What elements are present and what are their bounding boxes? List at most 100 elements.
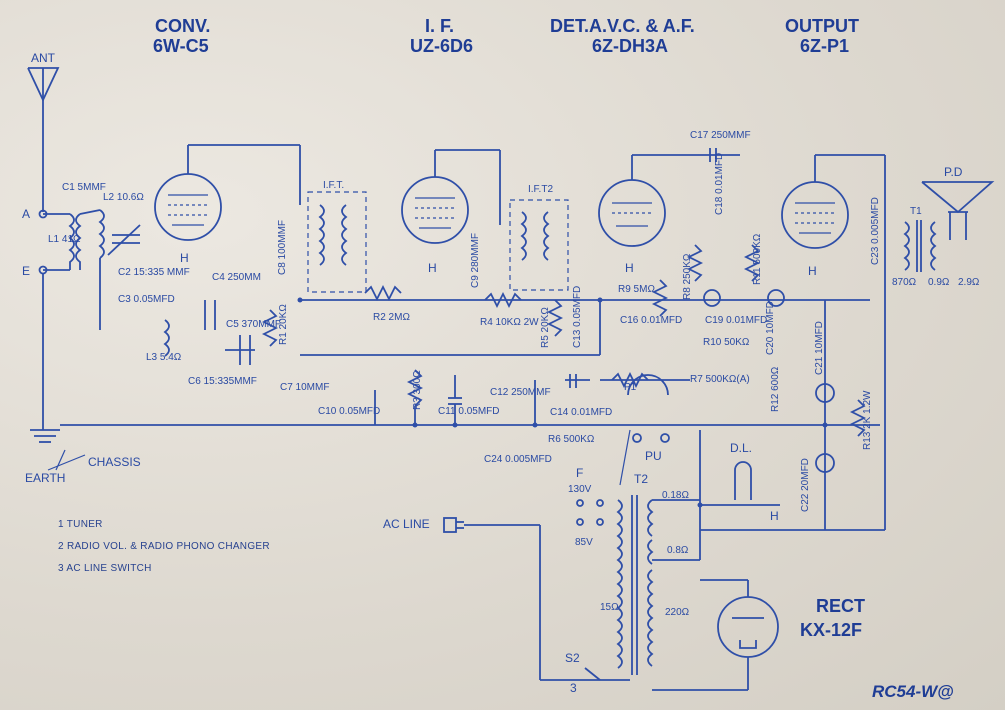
- r29-label: 2.9Ω: [958, 277, 980, 288]
- r092-label: 0.9Ω: [928, 277, 950, 288]
- coil-l1: [68, 213, 82, 270]
- terminal-e-label: E: [22, 264, 30, 278]
- earth-label: EARTH: [25, 471, 65, 485]
- c18-label: C18 0.01MFD: [714, 153, 725, 215]
- tube-det: H: [598, 179, 666, 275]
- c17-label: C17 250MMF: [690, 130, 751, 141]
- legend-item-ac-switch: 3 AC LINE SWITCH: [58, 563, 152, 574]
- ift2-label: I.F.T2: [528, 184, 553, 195]
- r7-label: R7 500KΩ(A): [690, 374, 750, 385]
- legend-item-radio-vol: 2 RADIO VOL. & RADIO PHONO CHANGER: [58, 541, 270, 552]
- tube-output: H: [781, 181, 849, 278]
- antenna-label: ANT: [31, 51, 56, 65]
- conv-heater-h: H: [180, 251, 189, 265]
- r9-label: R9 5MΩ: [618, 284, 655, 295]
- chassis-label: CHASSIS: [88, 455, 141, 469]
- stage-output-name: OUTPUT: [785, 16, 859, 36]
- det-heater-h: H: [625, 261, 634, 275]
- t2-label: T2: [634, 472, 648, 486]
- t2-018-label: 0.18Ω: [662, 490, 689, 501]
- speaker-symbol: [921, 181, 995, 240]
- t2-08-label: 0.8Ω: [667, 545, 689, 556]
- dial-lamp-label: D.L.: [730, 441, 752, 455]
- r1-label: R1 20KΩ: [278, 304, 289, 345]
- diagram-code: RC54-W@: [872, 682, 954, 701]
- tube-conv: H: [154, 173, 222, 265]
- c6-label: C6 15:335MMF: [188, 376, 257, 387]
- earth-ground-symbol: [30, 429, 60, 443]
- r870-label: 870Ω: [892, 277, 917, 288]
- fuse-label: F: [576, 466, 583, 480]
- c10-label: C10 0.05MFD: [318, 406, 380, 417]
- c22-label: C22 20MFD: [800, 458, 811, 512]
- r12-label: R12 600Ω: [770, 366, 781, 412]
- c21-label: C21 10MFD: [814, 321, 825, 375]
- output-transformer-t1: [903, 220, 937, 272]
- c24-label: C24 0.005MFD: [484, 454, 552, 465]
- c8-label: C8 100MMF: [277, 220, 288, 275]
- ac-line-label: AC LINE: [383, 517, 430, 531]
- pu-label: PU: [645, 449, 662, 463]
- c23-label: C23 0.005MFD: [870, 197, 881, 265]
- c14-label: C14 0.01MFD: [550, 407, 612, 418]
- output-heater-h: H: [808, 264, 817, 278]
- t2-220-label: 220Ω: [665, 607, 690, 618]
- power-transformer-t2: [616, 495, 654, 675]
- r6-label: R6 500KΩ: [548, 434, 595, 445]
- terminal-a-label: A: [22, 207, 30, 221]
- c2-label: C2 15:335 MMF: [118, 267, 190, 278]
- stage-det-tube: 6Z-DH3A: [592, 36, 668, 56]
- c9-label: C9 280MMF: [470, 233, 481, 288]
- ift2-transformer: [509, 199, 569, 291]
- stage-det-name: DET.A.V.C. & A.F.: [550, 16, 695, 36]
- c7-label: C7 10MMF: [280, 382, 329, 393]
- c5-label: C5 370MMF: [226, 319, 281, 330]
- c3-label: C3 0.05MFD: [118, 294, 175, 305]
- c11-label: C11 0.05MFD: [438, 406, 500, 417]
- r5-label: R5 20KΩ: [540, 307, 551, 348]
- l3-label: L3 5.4Ω: [146, 352, 182, 363]
- legend-item-tuner: 1 TUNER: [58, 519, 103, 530]
- antenna-symbol: ANT: [27, 51, 60, 212]
- c4-label: C4 250MM: [212, 272, 261, 283]
- l2-label: L2 10.6Ω: [103, 192, 144, 203]
- stage-if-name: I. F.: [425, 16, 454, 36]
- legend: 1 TUNER 2 RADIO VOL. & RADIO PHONO CHANG…: [58, 514, 270, 580]
- speaker-label: P.D: [944, 165, 963, 179]
- ift1-label: I.F.T.: [323, 180, 344, 191]
- c13-label: C13 0.05MFD: [572, 286, 583, 348]
- switch-3-label: 3: [570, 681, 577, 695]
- rect-name: RECT: [816, 596, 865, 616]
- c19-label: C19 0.01MFD: [705, 315, 767, 326]
- tube-rectifier: [717, 596, 779, 658]
- if-heater-h: H: [428, 261, 437, 275]
- r13-label: R13 2K 1.2W: [862, 390, 873, 450]
- stage-conv-name: CONV.: [155, 16, 210, 36]
- c1-label: C1 5MMF: [62, 182, 106, 193]
- r4-label: R4 10KΩ 2W: [480, 317, 539, 328]
- r2-label: R2 2MΩ: [373, 312, 410, 323]
- rect-tube: KX-12F: [800, 620, 862, 640]
- c12-label: C12 250MMF: [490, 387, 551, 398]
- s2-label: S2: [565, 651, 580, 665]
- r8-label: R8 250KΩ: [682, 253, 693, 300]
- ac-plug-symbol: [443, 517, 464, 533]
- c20-label: C20 10MFD: [765, 301, 776, 355]
- svg-text:H: H: [770, 509, 779, 523]
- t2-15-label: 15Ω: [600, 602, 619, 613]
- r10-label: R10 50KΩ: [703, 337, 750, 348]
- t1-label: T1: [910, 206, 922, 217]
- stage-output-tube: 6Z-P1: [800, 36, 849, 56]
- l1-label: L1 41Ω: [48, 234, 81, 245]
- c16-label: C16 0.01MFD: [620, 315, 682, 326]
- v85-label: 85V: [575, 537, 593, 548]
- v130-label: 130V: [568, 484, 592, 495]
- stage-if-tube: UZ-6D6: [410, 36, 473, 56]
- tube-if: H: [401, 176, 469, 275]
- stage-conv-tube: 6W-C5: [153, 36, 209, 56]
- r11-label: R11 500KΩ: [752, 233, 763, 285]
- ift1-transformer: [307, 191, 367, 293]
- svg-text:P1: P1: [624, 382, 637, 393]
